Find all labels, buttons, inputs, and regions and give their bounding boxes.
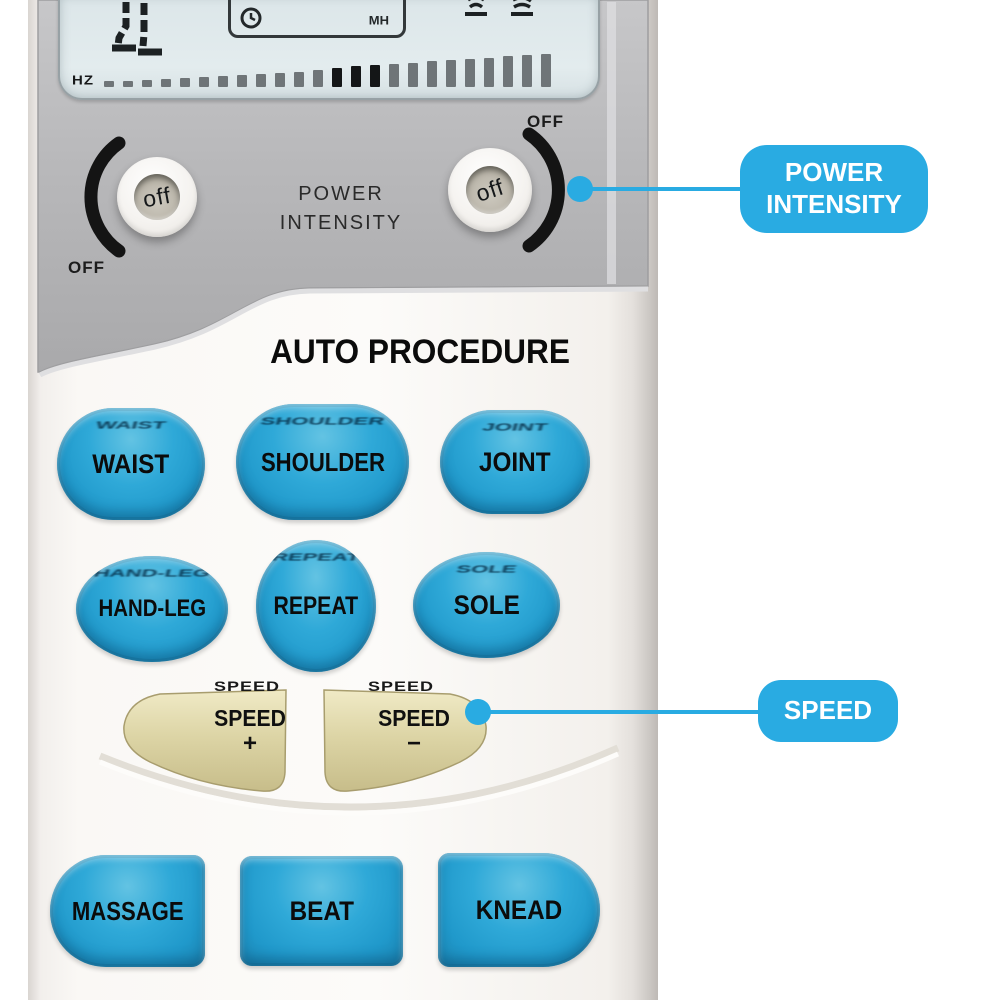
timer-box: MH bbox=[228, 0, 406, 38]
lcd-bar bbox=[408, 63, 418, 87]
left-dial-arc bbox=[84, 136, 126, 258]
beat-button[interactable]: BEAT bbox=[240, 856, 403, 966]
lcd-bar bbox=[123, 81, 133, 87]
right-intensity-knob-face: off bbox=[466, 166, 514, 214]
speed-plus-label: SPEED bbox=[214, 705, 286, 731]
sole-button-label: SOLE bbox=[453, 589, 520, 620]
auto-procedure-title: AUTO PROCEDURE bbox=[270, 333, 570, 371]
lcd-bar bbox=[484, 58, 494, 87]
power-intensity-callout: POWER INTENSITY bbox=[740, 145, 928, 233]
repeat-button-label: REPEAT bbox=[273, 591, 359, 620]
lcd-bar bbox=[465, 59, 475, 87]
lcd-screen: MH HZ bbox=[58, 0, 600, 100]
power-callout-dot bbox=[567, 176, 593, 202]
lcd-bar bbox=[237, 75, 247, 87]
lcd-bar bbox=[389, 64, 399, 87]
right-off-label: OFF bbox=[527, 112, 564, 131]
sole-button[interactable]: SOLE SOLE bbox=[413, 552, 560, 658]
minus-sign: − bbox=[406, 730, 421, 757]
waist-ghost-print: WAIST bbox=[94, 418, 168, 432]
lcd-bar bbox=[180, 78, 190, 87]
joint-button[interactable]: JOINT JOINT bbox=[440, 410, 590, 514]
hz-label: HZ bbox=[72, 73, 94, 88]
channel-a-icon bbox=[465, 0, 487, 16]
lcd-bar bbox=[256, 74, 266, 87]
repeat-button[interactable]: REPEAT REPEAT bbox=[256, 540, 376, 672]
massage-button-label: MASSAGE bbox=[71, 895, 184, 926]
lcd-bar bbox=[427, 61, 437, 87]
channel-b-icon bbox=[511, 0, 533, 16]
lcd-bar bbox=[104, 81, 114, 87]
right-dial-arc bbox=[522, 127, 565, 253]
knead-button[interactable]: KNEAD bbox=[438, 853, 600, 967]
right-intensity-knob[interactable]: off bbox=[448, 148, 532, 232]
lcd-bar bbox=[503, 56, 513, 87]
power-intensity-label: POWER INTENSITY bbox=[279, 183, 403, 234]
lcd-bar bbox=[446, 60, 456, 87]
lcd-bar bbox=[351, 66, 361, 87]
lcd-bar bbox=[275, 73, 285, 87]
speed-minus-label: SPEED bbox=[378, 705, 450, 731]
speed-callout-label: SPEED bbox=[783, 695, 873, 726]
panel-right-sheen bbox=[607, 2, 616, 284]
left-intensity-knob-face: off bbox=[134, 174, 180, 220]
lcd-bar bbox=[370, 65, 380, 87]
lcd-bar bbox=[142, 80, 152, 87]
lcd-bar bbox=[313, 70, 323, 87]
beat-button-label: BEAT bbox=[289, 895, 354, 926]
knead-button-label: KNEAD bbox=[475, 894, 563, 925]
speed-minus-printed-label: SPEED bbox=[367, 678, 435, 694]
shoulder-button[interactable]: SHOULDER SHOULDER bbox=[236, 404, 409, 520]
sole-ghost-print: SOLE bbox=[454, 562, 519, 576]
left-off-label: OFF bbox=[68, 258, 105, 277]
legs-icon bbox=[112, 0, 162, 56]
lcd-bar bbox=[161, 79, 171, 87]
speed-plus-button[interactable]: SPEED + bbox=[188, 705, 312, 755]
left-knob-off-value: off bbox=[140, 181, 174, 212]
lcd-bar bbox=[541, 54, 551, 87]
shoulder-button-label: SHOULDER bbox=[260, 446, 385, 477]
lcd-bar bbox=[294, 72, 304, 87]
lcd-bar-graph bbox=[104, 54, 551, 87]
massage-button[interactable]: MASSAGE bbox=[50, 855, 205, 967]
left-intensity-knob[interactable]: off bbox=[117, 157, 197, 237]
power-callout-line1: POWER bbox=[784, 157, 884, 188]
recess-groove-highlight bbox=[99, 751, 620, 816]
speed-plus-printed-label: SPEED bbox=[213, 678, 281, 694]
recess-groove bbox=[98, 744, 620, 811]
speed-callout-dot bbox=[465, 699, 491, 725]
waist-button[interactable]: WAIST WAIST bbox=[57, 408, 205, 520]
hand-leg-button-label: HAND-LEG bbox=[98, 595, 206, 622]
joint-button-label: JOINT bbox=[479, 446, 551, 477]
speed-callout: SPEED bbox=[758, 680, 898, 742]
hand-leg-button[interactable]: HAND-LEG HAND-LEG bbox=[76, 556, 228, 662]
lcd-bar bbox=[522, 55, 532, 87]
lcd-bar bbox=[332, 68, 342, 87]
power-callout-line2: INTENSITY bbox=[766, 189, 902, 219]
waist-button-label: WAIST bbox=[92, 448, 170, 479]
lcd-bar bbox=[218, 76, 228, 87]
timer-unit-label: MH bbox=[368, 13, 389, 28]
hand-leg-ghost-print: HAND-LEG bbox=[92, 566, 212, 580]
joint-ghost-print: JOINT bbox=[480, 420, 550, 434]
lcd-bar bbox=[199, 77, 209, 87]
shoulder-ghost-print: SHOULDER bbox=[259, 414, 387, 428]
repeat-ghost-print: REPEAT bbox=[270, 550, 362, 564]
speed-minus-button[interactable]: SPEED − bbox=[352, 705, 476, 755]
plus-sign: + bbox=[242, 730, 257, 757]
speed-plus-key-shape[interactable] bbox=[123, 689, 287, 792]
clock-icon bbox=[240, 7, 262, 29]
right-knob-off-value: off bbox=[472, 172, 508, 207]
panel-bottom-bevel bbox=[38, 286, 649, 378]
